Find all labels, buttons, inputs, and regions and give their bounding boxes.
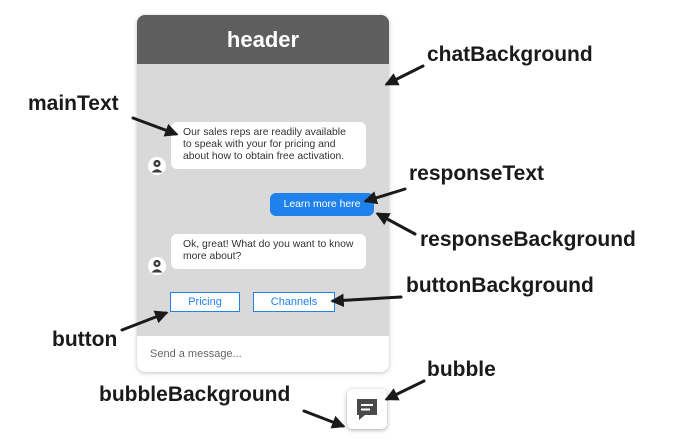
message-input[interactable] [148,347,372,361]
label-button: button [52,328,118,351]
main-message-bubble: Our sales reps are readily available to … [171,122,366,169]
arrow-bubble [384,379,426,401]
bot-avatar-icon [148,257,166,275]
label-response-background: responseBackground [420,228,636,251]
response-bubble[interactable]: Learn more here [270,193,374,216]
arrow-chat-background [384,64,425,86]
channels-button[interactable]: Channels [253,292,335,312]
label-chat-background: chatBackground [427,43,593,66]
chat-header-title: header [226,26,300,52]
followup-message-text: Ok, great! What do you want to know more… [183,239,354,262]
chat-bubble-icon [357,399,377,420]
pricing-button[interactable]: Pricing [170,292,240,312]
bot-avatar-icon [148,157,166,175]
chat-launcher-button[interactable] [347,389,387,429]
label-bubble: bubble [427,358,496,381]
followup-message-bubble: Ok, great! What do you want to know more… [171,234,366,269]
arrow-bubble-background [302,409,346,429]
label-bubble-background: bubbleBackground [99,383,291,406]
chat-header: header [137,15,389,64]
label-response-text: responseText [409,162,544,185]
message-input-bar [137,336,389,372]
label-button-background: buttonBackground [406,274,594,297]
response-text: Learn more here [283,199,361,210]
label-main-text: mainText [28,92,119,115]
main-message-text: Our sales reps are readily available to … [183,127,346,162]
chat-window: header Our sales reps are readily availa… [137,15,389,372]
